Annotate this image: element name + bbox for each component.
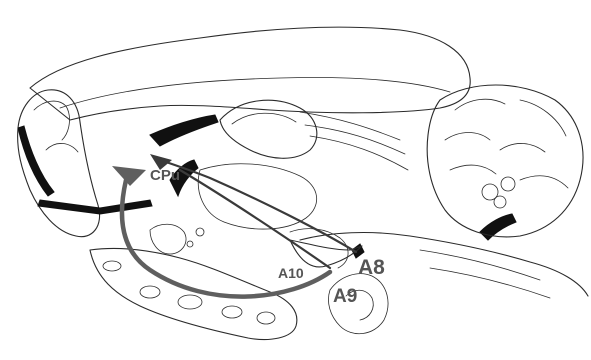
ventral-nucleus-1 [140,286,160,298]
cerebellum-folia-1 [455,99,505,110]
ventricle-left-band [18,126,54,196]
cerebellum-lobule-2 [501,177,515,191]
label-a8: A8 [358,256,385,279]
cerebellum-folia-5 [450,165,496,174]
fiber-tract-1 [300,112,400,140]
brainstem-inner-1 [420,250,540,280]
cerebellum-folia-3 [445,133,490,141]
cerebellum-folia-4 [500,143,545,152]
label-a10: A10 [278,265,304,281]
ventral-nucleus-3 [222,306,242,318]
hippocampus [220,100,317,158]
midbrain-outline [290,229,348,268]
small-nucleus-2 [187,241,193,247]
ventral-nucleus-4 [257,312,275,324]
small-nucleus-1 [196,228,204,236]
label-cpu: CPu [150,167,180,184]
ventral-nucleus-2 [178,295,202,309]
cortex-outline [30,27,470,120]
cerebellum-folia-2 [520,100,566,136]
fiber-tract-2 [305,125,405,154]
cerebellum-outline [427,85,583,237]
anterior-commissure [150,224,186,254]
ventricle-lower-band [38,200,152,214]
fiber-tract-3 [310,136,408,170]
olfactory-inner-2 [46,143,78,152]
cerebellum-lobule-3 [494,196,506,208]
mesolimbic-pathway [180,170,330,268]
ventricle-upper [150,115,218,146]
brainstem-inner-2 [430,268,550,298]
substantia-nigra-outline [290,240,362,267]
ventral-nucleus-5 [103,261,121,271]
label-a9: A9 [333,286,357,307]
pathway-arrowhead-large [112,166,146,186]
cerebellum-folia-6 [520,176,568,188]
cortex-inner-line [60,78,450,108]
hippocampus-inner [232,113,296,124]
